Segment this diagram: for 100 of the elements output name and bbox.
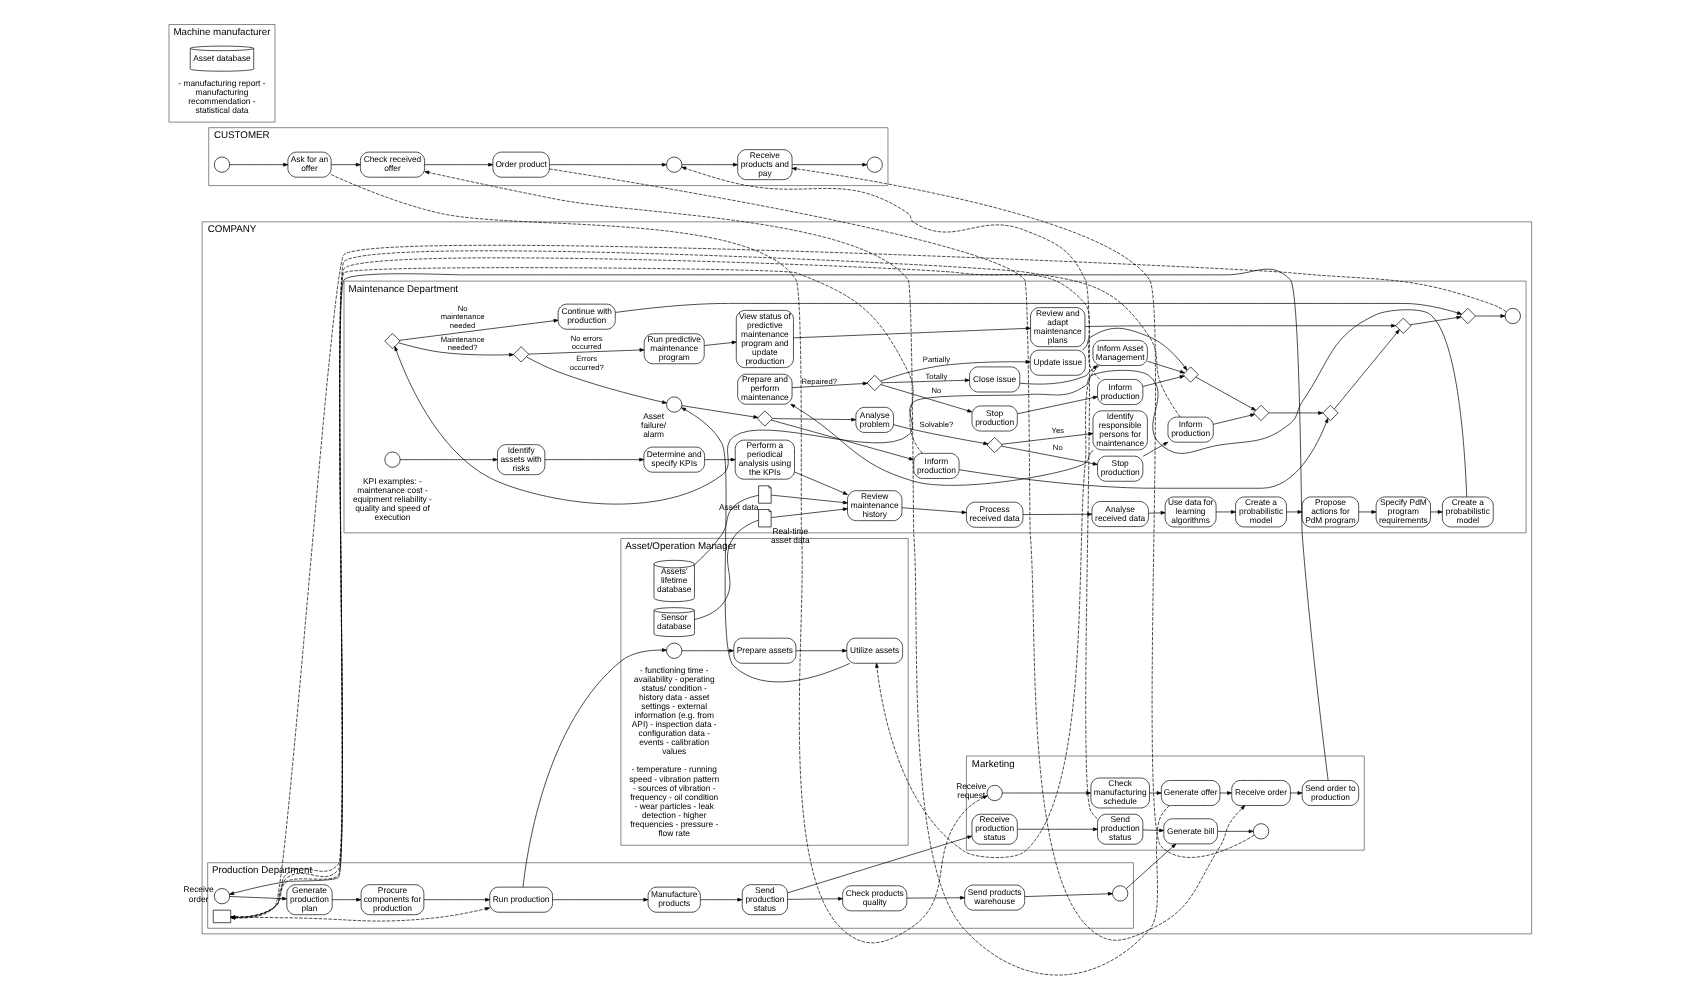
arrow — [228, 268, 1328, 895]
node-circle — [985, 784, 1002, 801]
node-circle — [212, 156, 229, 173]
arrow — [330, 897, 361, 902]
node-circle — [212, 888, 229, 905]
arrow — [1148, 791, 1161, 795]
arrow — [228, 162, 288, 167]
arrow — [614, 303, 1461, 315]
arrow — [1124, 843, 1176, 889]
arrow — [1083, 323, 1395, 328]
arrow — [770, 494, 847, 505]
arrow — [874, 365, 1099, 858]
arrow — [1147, 511, 1165, 515]
node-diamond — [1458, 307, 1475, 324]
arrow — [770, 507, 847, 518]
arrow — [1000, 445, 1097, 466]
arrow — [1081, 327, 1187, 371]
arrow — [1289, 791, 1302, 795]
arrow — [521, 648, 666, 888]
arrow — [699, 897, 742, 902]
arrow — [1141, 375, 1184, 387]
arrow — [680, 407, 850, 683]
arrow — [1429, 510, 1442, 514]
arrow — [905, 896, 964, 900]
node-diamond — [755, 410, 772, 427]
arrow — [1214, 510, 1235, 514]
arrow — [329, 174, 987, 944]
node-diamond — [985, 436, 1002, 454]
arrow — [769, 419, 913, 461]
arrow — [879, 384, 972, 413]
arrow — [786, 835, 972, 894]
arrow — [398, 457, 497, 462]
arrow — [1212, 413, 1255, 425]
node-circle — [1252, 823, 1269, 840]
arrow — [1016, 395, 1097, 415]
arrow — [1001, 791, 1091, 795]
arrow — [794, 648, 847, 653]
arrow — [680, 166, 1097, 819]
arrow — [703, 457, 735, 462]
arrow — [1357, 510, 1376, 514]
arrow — [680, 405, 758, 419]
arrow — [879, 360, 1030, 382]
arrow — [703, 340, 736, 346]
arrow — [1018, 365, 1097, 385]
arrow — [1194, 376, 1256, 411]
arrow — [900, 507, 966, 515]
node-circle — [383, 451, 400, 468]
node-circle — [1503, 307, 1520, 324]
arrow — [1408, 315, 1461, 326]
arrow — [1016, 827, 1097, 832]
arrow — [957, 418, 1328, 489]
arrow — [398, 318, 558, 341]
arrow — [1021, 512, 1092, 517]
arrow — [1285, 510, 1302, 514]
arrow — [892, 424, 988, 446]
arrow — [423, 162, 493, 167]
arrow — [1216, 829, 1253, 834]
arrow — [786, 896, 842, 901]
arrow — [881, 378, 969, 384]
arrow — [790, 162, 867, 167]
arrow — [680, 648, 733, 653]
node-diamond — [1321, 404, 1338, 421]
arrow — [423, 170, 1169, 976]
node-circle — [665, 396, 682, 413]
arrow — [793, 471, 847, 495]
arrow — [1474, 314, 1505, 318]
node-envelope — [211, 909, 231, 924]
arrow — [422, 897, 490, 902]
node-circle — [1111, 885, 1128, 902]
arrow — [790, 167, 1254, 858]
node-diamond — [865, 374, 882, 391]
connector — [693, 519, 758, 620]
arrow — [527, 348, 644, 355]
arrow — [548, 168, 1245, 941]
arrow — [543, 457, 644, 462]
connector — [693, 495, 758, 566]
arrow — [393, 309, 1467, 505]
arrow — [680, 162, 737, 167]
arrow — [1333, 329, 1399, 410]
arrow — [525, 356, 666, 404]
arrow — [792, 326, 1030, 339]
arrow — [1023, 891, 1112, 897]
arrow — [551, 897, 648, 902]
arrow — [790, 381, 867, 389]
arrow — [228, 896, 286, 901]
arrow — [397, 342, 513, 357]
arrow — [789, 403, 1093, 486]
arrow — [1141, 828, 1164, 833]
node-diamond — [512, 346, 529, 363]
arrow — [1141, 441, 1168, 457]
node-circle — [665, 642, 682, 659]
node-circle — [865, 156, 882, 173]
arrow — [1146, 360, 1184, 374]
arrow — [548, 162, 666, 167]
arrow — [1218, 791, 1231, 795]
arrow — [329, 162, 360, 167]
arrow — [771, 417, 856, 422]
arrow — [1267, 411, 1322, 415]
arrow — [1000, 432, 1093, 445]
node-circle — [665, 156, 682, 173]
